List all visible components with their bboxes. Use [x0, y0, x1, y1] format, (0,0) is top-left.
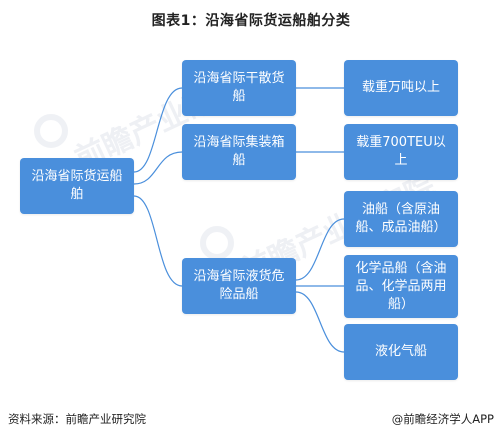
node-container-spec-label: 载重700TEU以上	[356, 135, 446, 168]
node-lng-carrier: 液化气船	[344, 324, 458, 380]
connector-liquid-oil	[295, 218, 345, 281]
connector-root-liquid	[133, 195, 183, 287]
node-dry-bulk-label: 沿海省际干散货船	[193, 71, 285, 104]
node-chemical-tanker: 化学品船（含油品、化学品两用船）	[344, 255, 458, 318]
connector-root-drybulk	[133, 87, 183, 173]
chart-title: 图表1：沿海省际货运船舶分类	[151, 13, 351, 29]
node-dry-bulk-spec: 载重万吨以上	[344, 60, 458, 116]
node-root-label: 沿海省际货运船舶	[31, 169, 123, 202]
source-note: 资料来源：前瞻产业研究院	[8, 412, 146, 426]
node-container-label: 沿海省际集装箱船	[193, 135, 285, 168]
node-liquid-danger-label: 沿海省际液货危险品船	[193, 269, 285, 302]
node-dry-bulk: 沿海省际干散货船	[182, 60, 296, 116]
node-oil-tanker: 油船（含原油船、成品油船）	[344, 191, 458, 247]
node-dry-bulk-spec-label: 载重万吨以上	[361, 80, 440, 95]
node-liquid-danger: 沿海省际液货危险品船	[182, 258, 296, 314]
node-lng-carrier-label: 液化气船	[374, 344, 427, 359]
watermark-logo-icon	[200, 226, 234, 260]
node-oil-tanker-label: 油船（含原油船、成品油船）	[355, 202, 447, 235]
node-chemical-tanker-label: 化学品船（含油品、化学品两用船）	[355, 260, 447, 312]
node-container: 沿海省际集装箱船	[182, 124, 296, 180]
connector-root-container	[133, 151, 183, 185]
connector-liquid-lng	[295, 291, 345, 353]
node-root: 沿海省际货运船舶	[20, 158, 134, 214]
credit-note: @前瞻经济学人APP	[391, 412, 494, 426]
node-container-spec: 载重700TEU以上	[344, 124, 458, 180]
watermark-logo-icon	[34, 114, 68, 148]
